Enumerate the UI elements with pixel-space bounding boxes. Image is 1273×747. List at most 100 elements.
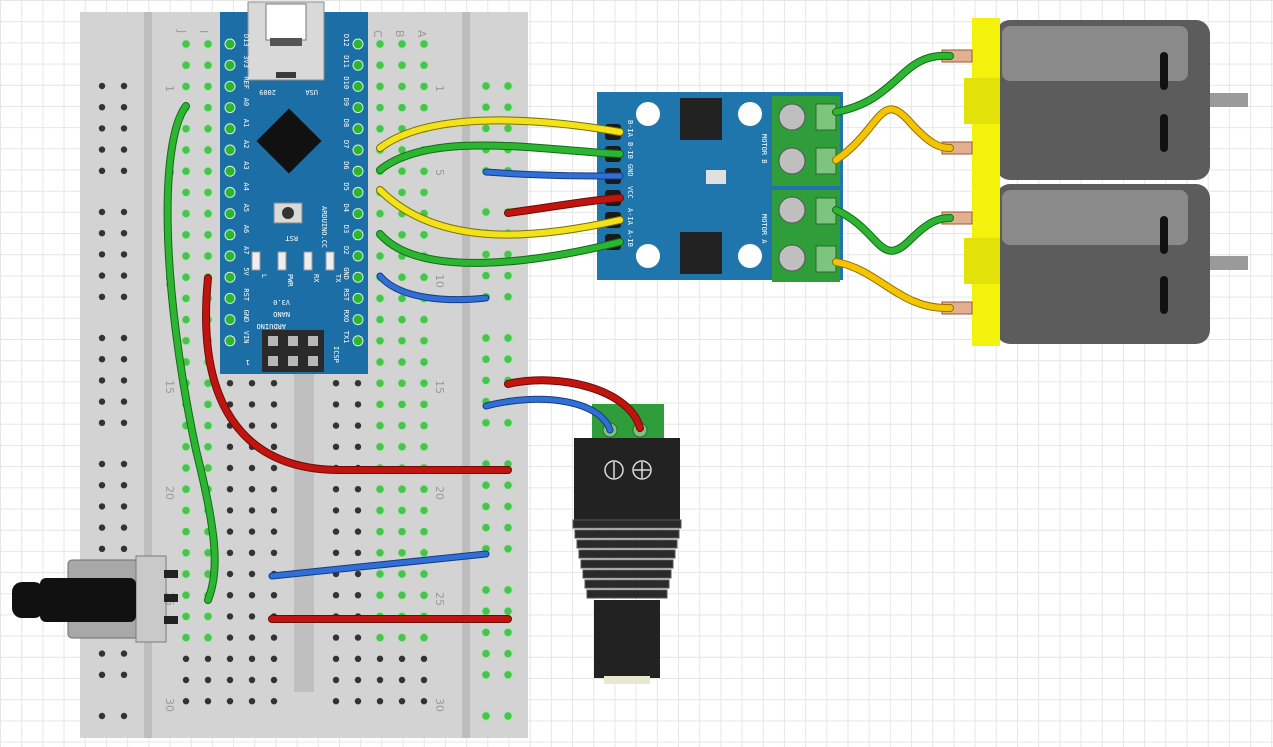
nano-pin-label: A0	[242, 98, 250, 106]
wire-blue-pot-gnd	[269, 551, 489, 579]
breadboard-hole	[182, 698, 190, 705]
breadboard-hole	[419, 272, 429, 282]
nano-pin-label: RXO	[342, 310, 350, 323]
breadboard-hole	[397, 442, 407, 452]
jack-plug-tip	[604, 676, 650, 684]
breadboard-hole	[181, 145, 191, 155]
pot-knob[interactable]	[40, 578, 136, 622]
breadboard-hole	[375, 208, 385, 219]
rail-hole	[481, 333, 491, 343]
driver-pin-label: VCC	[626, 186, 634, 199]
breadboard-hole	[354, 422, 362, 429]
breadboard-hole	[203, 60, 213, 70]
breadboard-hole	[204, 655, 212, 662]
nano-pin-label: A2	[242, 140, 250, 148]
usb-tongue	[270, 38, 302, 46]
rail-hole	[98, 503, 106, 510]
breadboard-hole	[181, 336, 191, 346]
breadboard-hole	[354, 380, 362, 387]
nano-pin-label: D12	[342, 34, 350, 47]
rail-hole	[503, 585, 513, 595]
breadboard-hole	[248, 422, 256, 429]
terminal-screw[interactable]	[778, 244, 806, 272]
terminal-clamp	[815, 103, 837, 131]
breadboard-hole	[376, 676, 384, 684]
breadboard-hole	[332, 676, 340, 684]
terminal-screw[interactable]	[778, 196, 806, 224]
brand-label: ARDUINO.CC	[320, 206, 328, 248]
nano-pin	[352, 271, 364, 283]
breadboard-hole	[397, 420, 407, 431]
breadboard-hole	[397, 357, 407, 367]
breadboard-hole	[226, 676, 234, 684]
wire-yellow-d8-to-bia	[377, 117, 623, 151]
rail-hole	[503, 544, 513, 554]
wire-green-d3-to-aib	[377, 231, 623, 266]
jack-rib	[572, 519, 682, 529]
breadboard-hole	[203, 124, 213, 134]
breadboard-hole	[397, 505, 407, 516]
rail-hole	[120, 82, 128, 90]
nano-pin-label: A1	[242, 119, 250, 127]
row-number-1: 1	[433, 85, 446, 92]
rail-hole	[98, 104, 106, 111]
breadboard-hole	[203, 39, 213, 49]
rail-hole	[98, 293, 106, 300]
motor-vent	[1160, 216, 1168, 254]
nano-pin	[352, 123, 364, 135]
breadboard-hole	[397, 548, 407, 558]
wire-yellow-motor-b	[833, 106, 953, 163]
icsp-pin	[308, 336, 318, 346]
rail-hole	[503, 102, 513, 112]
rail-hole	[120, 251, 128, 258]
rail-hole	[481, 585, 491, 595]
breadboard-hole	[181, 187, 191, 198]
wire-green-a0-to-pot	[164, 103, 218, 603]
breadboard-hole	[419, 420, 429, 431]
breadboard-hole	[181, 166, 191, 176]
rail-hole	[503, 627, 513, 638]
breadboard-hole	[419, 484, 429, 494]
rail-hole	[98, 545, 106, 552]
breadboard-hole	[203, 420, 213, 431]
usb-pins	[276, 72, 296, 78]
rail-hole	[481, 501, 491, 512]
breadboard-hole	[332, 655, 340, 662]
driver-chip-b	[680, 98, 722, 140]
breadboard-hole	[419, 569, 429, 579]
rail-hole	[481, 123, 491, 134]
rail-hole	[503, 480, 513, 490]
pot-knob-end[interactable]	[12, 582, 44, 618]
motor-vent	[1160, 276, 1168, 314]
nano-pin-label: D7	[342, 140, 350, 148]
rail-hole	[120, 712, 128, 720]
nano-pin	[224, 271, 236, 283]
terminal-screw[interactable]	[778, 103, 806, 131]
nano-pin-label: 5V	[242, 267, 250, 276]
nano-pin	[224, 59, 236, 71]
breadboard-hole	[248, 507, 256, 514]
breadboard-hole	[203, 81, 213, 92]
rail-hole	[503, 418, 513, 428]
nano-pin	[352, 59, 364, 71]
nano-pin	[224, 80, 236, 92]
breadboard-hole	[226, 486, 234, 493]
reset-button-cap[interactable]	[282, 207, 294, 219]
rail-hole	[120, 230, 128, 237]
icsp-pins	[268, 336, 318, 366]
rail-hole	[503, 711, 513, 721]
terminal-screw[interactable]	[778, 147, 806, 175]
breadboard-hole	[354, 528, 362, 535]
breadboard-hole	[226, 655, 234, 662]
breadboard-hole	[248, 676, 256, 684]
nano-pin-label: D11	[342, 55, 350, 68]
breadboard-hole	[248, 570, 256, 578]
rail-hole	[481, 711, 491, 721]
breadboard-hole	[375, 357, 385, 367]
nano-pin-label: A4	[242, 182, 250, 190]
breadboard-hole	[375, 60, 385, 70]
jack-rib	[578, 549, 676, 559]
breadboard-hole	[203, 611, 213, 622]
